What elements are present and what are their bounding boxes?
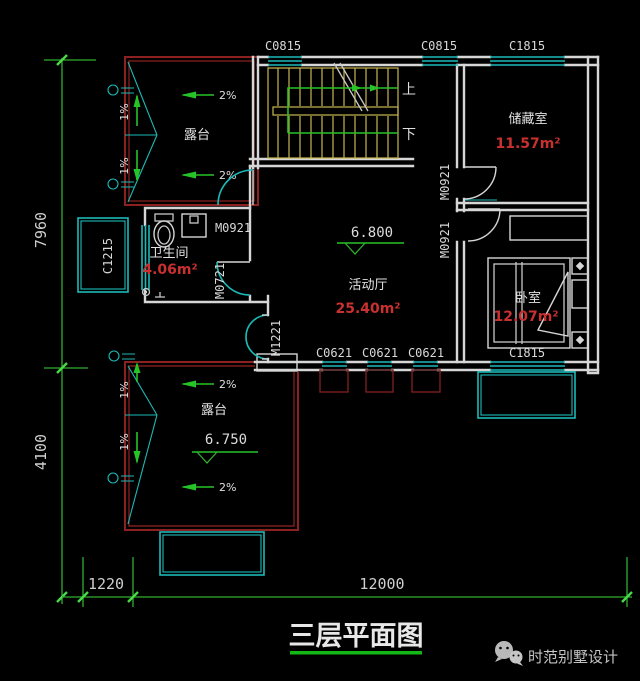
slope-2pct-label: 2% (219, 89, 236, 102)
window-c0621-2: C0621 (362, 346, 398, 371)
window-c1815-bottom-label: C1815 (509, 346, 545, 360)
door-m1221-double: M1221 (245, 314, 283, 360)
lower-terrace-label: 露台 (201, 403, 227, 418)
slope-2pct-label: 2% (219, 481, 236, 494)
balcony-bottom-left (159, 531, 265, 576)
doors: M0921 M0921 M0921 M0721 M1221 (213, 164, 501, 360)
slope-1pct-label: 1% (118, 381, 131, 398)
window-c0621-2-label: C0621 (362, 346, 398, 360)
sink (181, 213, 207, 238)
door-m0721-label: M0721 (213, 263, 227, 299)
window-c0621-1-label: C0621 (316, 346, 352, 360)
upper-terrace: 1% 1% 2% 2% 露台 (107, 56, 259, 206)
window-c0621-3: C0621 (408, 346, 444, 371)
nightstand-bottom (571, 331, 589, 349)
slope-1pct-label: 1% (118, 433, 131, 450)
nightstand-top (571, 257, 589, 275)
window-c0815-2: C0815 (421, 39, 458, 66)
dimension-lines: 7960 4100 1220 12000 (32, 54, 633, 607)
door-m0721-bathroom: M0721 (213, 261, 251, 299)
door-m0921-bedroom: M0921 (438, 208, 501, 258)
window-c0815-1: C0815 (265, 39, 302, 66)
door-m0921-storage-label: M0921 (438, 164, 452, 200)
bathroom: 卫生间 4.06m² (141, 213, 207, 298)
balconies: C1215 (77, 217, 576, 576)
stair-up-label: 上 (402, 82, 416, 98)
toilet (153, 213, 175, 248)
activity-hall: 6.800 活动厅 25.40m² (335, 225, 404, 317)
dresser (571, 279, 589, 309)
watermark-text: 时范别墅设计 (528, 648, 618, 666)
dim-bottom-main: 12000 (359, 575, 404, 593)
hall-area: 25.40m² (335, 301, 400, 317)
bedroom-area: 12.07m² (493, 309, 558, 325)
door-m0921-bedroom-label: M0921 (438, 222, 452, 258)
window-c0621-1: C0621 (316, 346, 352, 371)
door-m0921-terrace-label: M0921 (215, 221, 251, 235)
bed (487, 257, 571, 349)
window-c0815-2-label: C0815 (421, 39, 457, 53)
door-m0921-storage: M0921 (438, 164, 497, 200)
title-block: 三层平面图 (289, 621, 424, 655)
drawing-title: 三层平面图 (289, 621, 424, 652)
window-c0815-1-label: C0815 (265, 39, 301, 53)
slope-2pct-label: 2% (219, 378, 236, 391)
lower-terrace: 1% 1% 2% 2% 露台 6.750 (107, 350, 299, 531)
stairs: 上 下 (267, 62, 416, 159)
window-c1215-label: C1215 (101, 238, 115, 274)
window-c1815-top-label: C1815 (509, 39, 545, 53)
window-c1815-bottom: C1815 (490, 346, 565, 371)
storage-name: 储藏室 (508, 111, 547, 127)
columns (319, 369, 441, 393)
bedroom-name: 卧室 (515, 290, 541, 306)
balcony-bottom-right (477, 371, 576, 419)
slope-2pct-label: 2% (219, 169, 236, 182)
slope-1pct-label: 1% (118, 103, 131, 120)
watermark: 时范别墅设计 (495, 641, 618, 666)
dim-bottom-offset: 1220 (88, 575, 124, 593)
hall-elevation: 6.800 (351, 225, 393, 241)
stair-route: 上 下 (287, 82, 416, 143)
wechat-icon (495, 641, 523, 666)
bathroom-area: 4.06m² (142, 262, 197, 278)
terrace-elevation: 6.750 (205, 432, 247, 448)
dim-left-lower: 4100 (32, 434, 50, 470)
bathroom-name: 卫生间 (149, 246, 188, 261)
stair-down-label: 下 (402, 127, 416, 143)
floor-drain (141, 287, 165, 298)
windows: C0815 C0815 C1815 C0621 C0621 C0621 C181… (141, 39, 565, 371)
slope-1pct-label: 1% (118, 157, 131, 174)
wardrobe (509, 215, 589, 241)
window-c1815-top: C1815 (490, 39, 565, 66)
door-m1221-label: M1221 (269, 320, 283, 356)
storage-area: 11.57m² (495, 136, 560, 152)
upper-terrace-label: 露台 (184, 128, 210, 143)
window-c1215 (141, 225, 150, 290)
title-underline (290, 651, 422, 655)
window-c0621-3-label: C0621 (408, 346, 444, 360)
door-m0921-terrace: M0921 (215, 169, 254, 235)
walls (143, 55, 600, 375)
hall-name: 活动厅 (348, 278, 387, 293)
dim-left-upper: 7960 (32, 212, 50, 248)
balcony-left: C1215 (77, 217, 129, 293)
storage-room: 储藏室 11.57m² (495, 111, 560, 152)
bedroom: 卧室 12.07m² (487, 215, 589, 349)
